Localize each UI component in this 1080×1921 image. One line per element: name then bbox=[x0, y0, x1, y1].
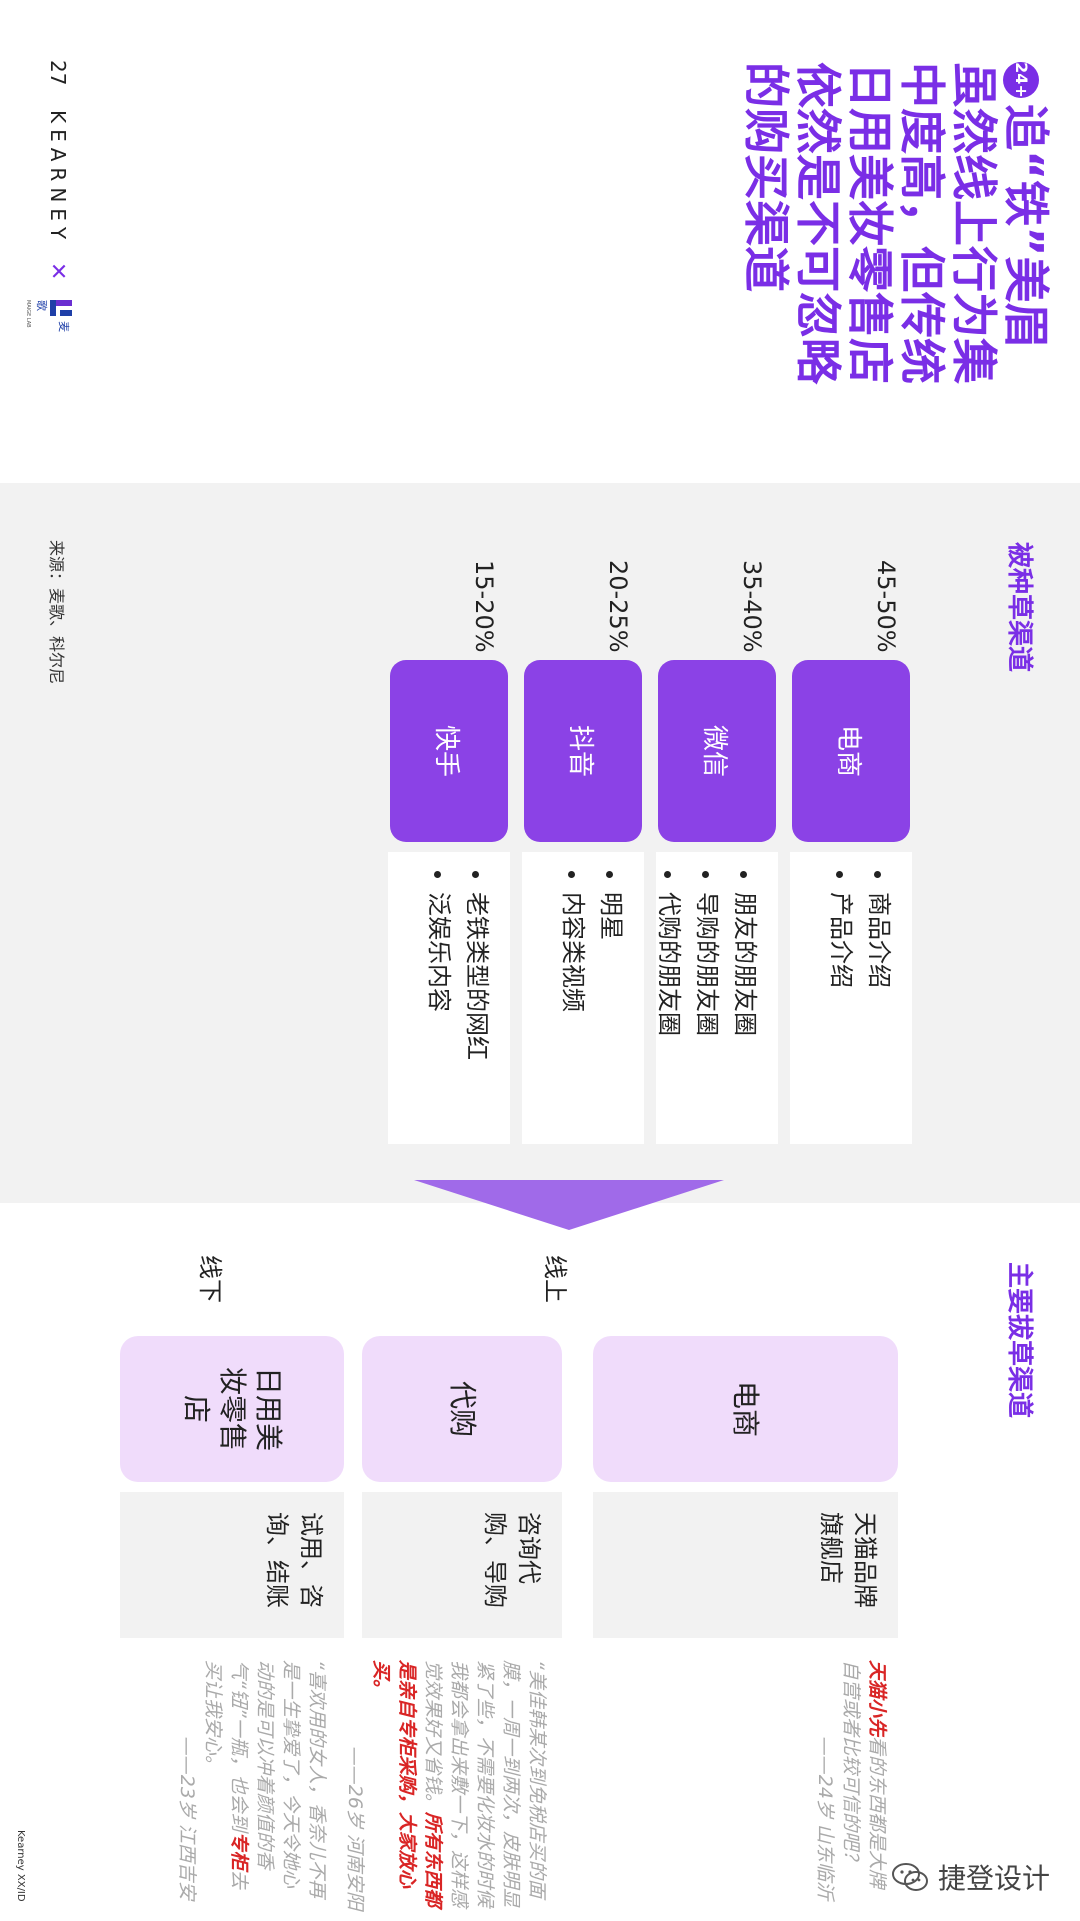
row-4-card: 老铁类型的网红泛娱乐内容 bbox=[388, 852, 510, 1144]
title-line-2: 虽然线上行为集 bbox=[947, 62, 1001, 384]
partner-sub: MAIGE LAB bbox=[25, 300, 31, 328]
weeding-detail-daigou: 咨询代购、导购 bbox=[362, 1492, 562, 1638]
row-3-card: 明星内容类视频 bbox=[522, 852, 644, 1144]
flow-arrow bbox=[414, 1180, 724, 1230]
seeding-label: 被种草渠道 bbox=[1004, 542, 1034, 673]
row-1-item-1: 商品介绍 bbox=[862, 892, 896, 1126]
brand-name: KEARNEY bbox=[46, 110, 70, 246]
row-3-item-2: 内容类视频 bbox=[556, 892, 590, 1126]
row-2-chip: 微信 bbox=[658, 660, 776, 842]
weeding-chip-ecommerce: 电商 bbox=[593, 1336, 898, 1482]
row-3-item-1: 明星 bbox=[594, 892, 628, 1126]
source-note: 来源：麦歌、科尔尼 bbox=[47, 540, 66, 685]
row-2-card: 朋友的朋友圈导购的朋友圈代购的朋友圈 bbox=[655, 852, 778, 1144]
quote-daigou: “美佳韩某次到免税店买的面膜，一周一到两次，皮肤明显紧了些，不需要化妆水的时候我… bbox=[344, 1660, 548, 1910]
row-1-item-2: 产品介绍 bbox=[824, 892, 858, 1126]
partner-logo-icon bbox=[50, 300, 72, 316]
weeding-chip-daigou: 代购 bbox=[362, 1336, 562, 1482]
wechat-icon bbox=[891, 1863, 928, 1891]
offline-label: 线下 bbox=[196, 1255, 224, 1303]
weeding-detail-ecommerce: 天猫品牌旗舰店 bbox=[593, 1492, 898, 1638]
row-2-item-2: 导购的朋友圈 bbox=[690, 892, 724, 1126]
row-4-chip: 快手 bbox=[390, 660, 508, 842]
weeding-detail-store: 试用、咨询、结账 bbox=[120, 1492, 344, 1638]
title-line-3: 中度高，但传统 bbox=[895, 62, 949, 384]
quote-store: “喜欢用的女人，香奈儿不再是一生挚爱了，今天令她心动的是可以冲着颜值的香气“钮”… bbox=[176, 1660, 328, 1900]
row-1-card: 商品介绍产品介绍 bbox=[790, 852, 912, 1144]
age-badge-icon: 24+ bbox=[1003, 62, 1039, 98]
row-4-item-2: 泛娱乐内容 bbox=[422, 892, 456, 1126]
times-icon: ✕ bbox=[45, 262, 70, 281]
weeding-label: 主要拔草渠道 bbox=[1004, 1262, 1034, 1419]
quote-ecommerce: 天猫小先看的东西都是大牌自营或者比较可信的吧？ ——24岁 山东临沂 bbox=[814, 1660, 888, 1900]
row-4-item-1: 老铁类型的网红 bbox=[460, 892, 494, 1126]
online-label: 线上 bbox=[541, 1255, 569, 1303]
wechat-watermark: 捷登设计 bbox=[891, 1857, 1050, 1897]
footer-note: Kearney XX/ID bbox=[15, 1830, 26, 1902]
row-3-chip: 抖音 bbox=[524, 660, 642, 842]
weeding-chip-store: 日用美妆零售店 bbox=[120, 1336, 344, 1482]
page-number: 27 bbox=[46, 60, 70, 86]
partner-logo: 麦歌 MAIGE LAB bbox=[25, 300, 72, 342]
wechat-account-name: 捷登设计 bbox=[937, 1862, 1050, 1895]
row-2-item-3: 代购的朋友圈 bbox=[652, 892, 686, 1126]
title-line-5: 依然是不可忽略 bbox=[791, 62, 845, 384]
row-1-chip: 电商 bbox=[792, 660, 910, 842]
row-2-item-1: 朋友的朋友圈 bbox=[728, 892, 762, 1126]
